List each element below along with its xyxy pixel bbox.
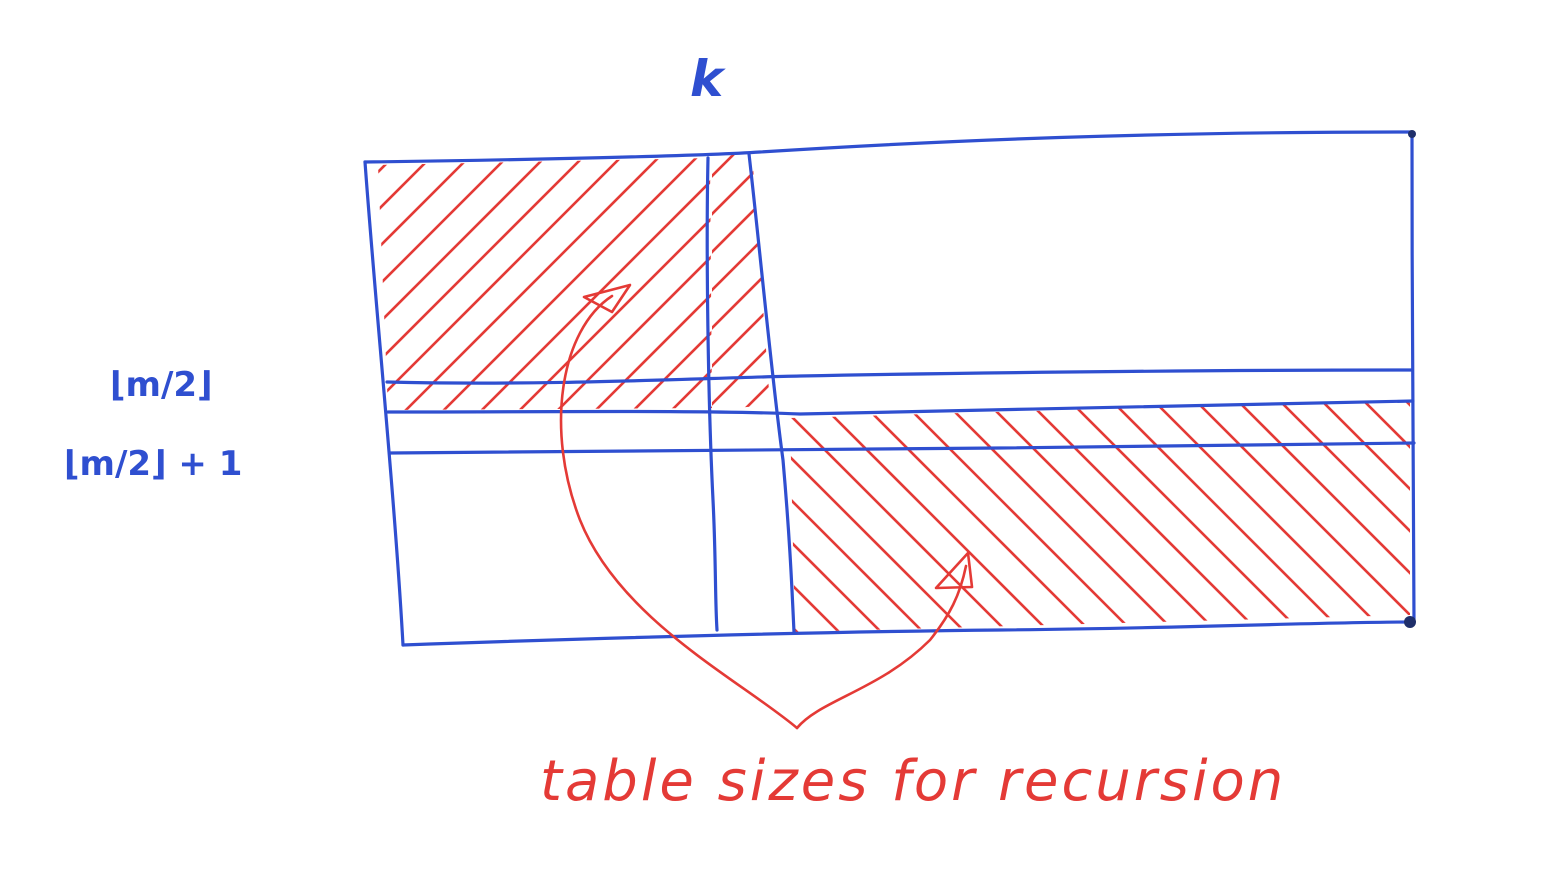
hatch-stroke bbox=[378, 158, 592, 410]
hatch-stroke bbox=[712, 152, 770, 410]
hatch-stroke bbox=[432, 158, 706, 410]
hatch-stroke bbox=[470, 158, 712, 410]
column-k-lines bbox=[705, 152, 796, 634]
hatch-stroke bbox=[1020, 400, 1269, 632]
hatch-stroke bbox=[660, 158, 712, 410]
hatch-stroke bbox=[1230, 400, 1410, 632]
hatch-stroke bbox=[622, 158, 712, 410]
hatch-stroke bbox=[378, 158, 478, 410]
hatch-stroke bbox=[394, 158, 668, 410]
table-outline bbox=[363, 130, 1416, 647]
hatch-stroke bbox=[712, 152, 770, 410]
hatch-stroke bbox=[1398, 400, 1410, 632]
hatch-stroke bbox=[790, 400, 975, 632]
hatch-stroke bbox=[712, 152, 770, 410]
hatch-stroke bbox=[810, 400, 1059, 632]
hatch-stroke bbox=[936, 400, 1185, 632]
hatch-stroke bbox=[584, 158, 712, 410]
top-left-hatched-region bbox=[378, 150, 1042, 420]
hatch-stroke bbox=[1314, 400, 1410, 632]
hatch-stroke bbox=[1062, 400, 1311, 632]
hatch-stroke bbox=[790, 400, 933, 632]
row-mid-label: ⌊m/2⌋ bbox=[110, 365, 213, 405]
hatch-stroke bbox=[790, 400, 1017, 632]
hatch-stroke bbox=[790, 400, 891, 632]
hatch-stroke bbox=[790, 400, 849, 632]
hatch-stroke bbox=[772, 150, 1042, 420]
hatch-stroke bbox=[712, 152, 770, 410]
hatch-stroke bbox=[1356, 400, 1410, 632]
hatch-stroke bbox=[790, 400, 807, 632]
hatch-stroke bbox=[978, 400, 1227, 632]
hatch-stroke bbox=[508, 158, 712, 410]
hatch-stroke bbox=[378, 158, 630, 410]
hatch-stroke bbox=[546, 158, 712, 410]
column-marker-label: k bbox=[690, 50, 726, 108]
hatch-stroke bbox=[1104, 400, 1353, 632]
recursion-arrows bbox=[559, 283, 974, 730]
hatch-stroke bbox=[1188, 400, 1410, 632]
hatch-stroke bbox=[894, 400, 1143, 632]
hatch-stroke bbox=[698, 158, 712, 410]
bottom-right-hatched-region bbox=[790, 400, 1410, 632]
hatch-stroke bbox=[378, 158, 440, 410]
hatch-stroke bbox=[1272, 400, 1410, 632]
row-split-lines bbox=[385, 368, 1416, 455]
hatch-stroke bbox=[378, 158, 554, 410]
hatch-stroke bbox=[852, 400, 1101, 632]
row-mid-plus-one-label: ⌊m/2⌋ + 1 bbox=[64, 444, 242, 484]
hatch-stroke bbox=[738, 150, 1008, 420]
caption-label: table sizes for recursion bbox=[540, 749, 1286, 814]
hatch-stroke bbox=[1146, 400, 1395, 632]
